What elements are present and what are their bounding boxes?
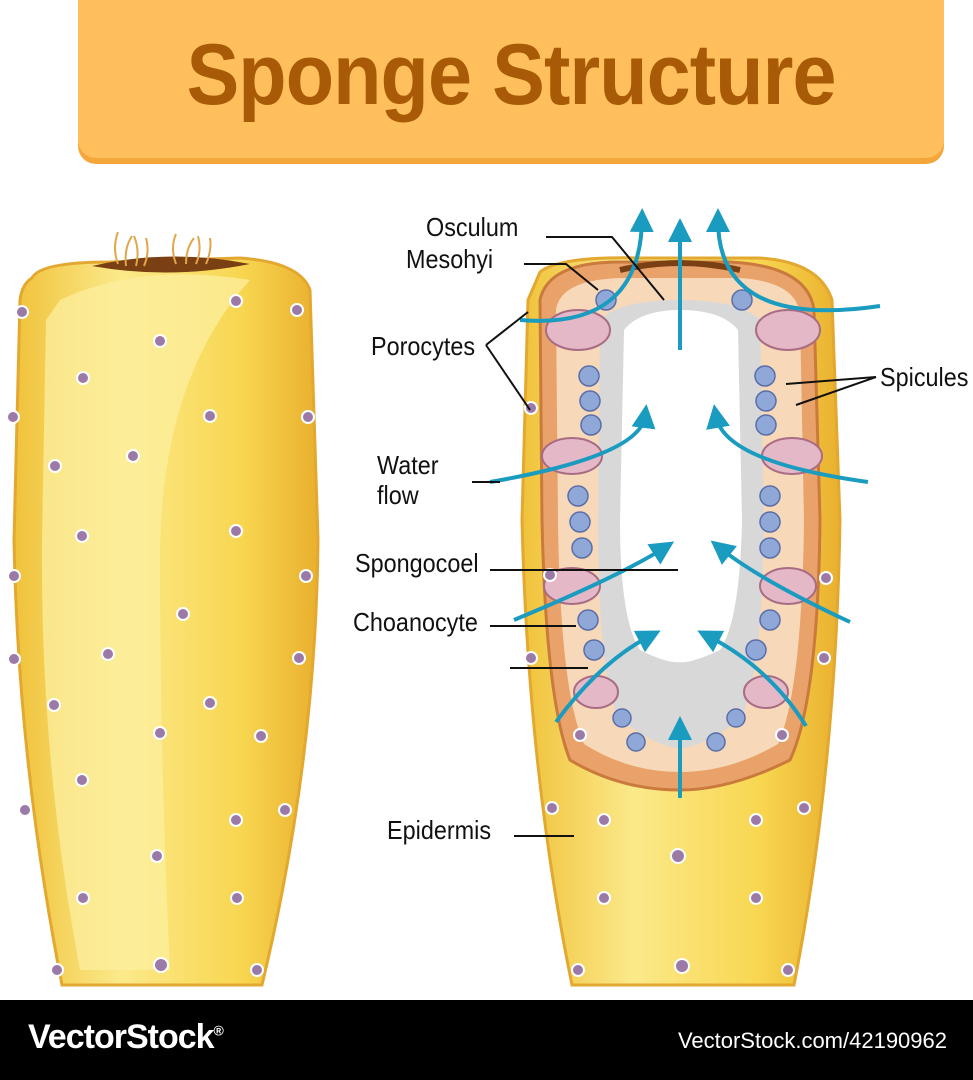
exterior-pores xyxy=(6,294,315,977)
watermark-bar xyxy=(0,1000,973,1080)
label-spicules: Spicules xyxy=(880,362,969,392)
label-water: Water xyxy=(377,450,439,480)
label-mesohyi: Mesohyi xyxy=(406,244,494,274)
spongocoel-center xyxy=(620,310,742,663)
leader-lines xyxy=(472,236,877,837)
watermark-registered-mark: ® xyxy=(213,1022,224,1039)
watermark-brand-text: VectorStock xyxy=(28,1018,215,1056)
label-porocytes: Porocytes xyxy=(371,331,476,361)
title-banner xyxy=(78,0,944,158)
osculum-hairs xyxy=(114,231,212,267)
osculum-rim xyxy=(92,256,250,273)
label-flow: flow xyxy=(377,480,419,510)
label-spongocoel: Spongocoel xyxy=(355,548,479,578)
section-pores xyxy=(524,401,833,977)
exterior-highlight xyxy=(41,274,251,970)
watermark-brand: VectorStock® xyxy=(28,1018,224,1057)
label-epidermis: Epidermis xyxy=(387,815,492,845)
diagram-title: Sponge Structure xyxy=(186,26,836,123)
water-flow-arrows xyxy=(489,208,881,798)
label-osculum: Osculum xyxy=(426,212,519,242)
sponge-cross-section xyxy=(489,208,881,987)
watermark-url: VectorStock.com/42190962 xyxy=(677,1028,947,1053)
sponge-exterior xyxy=(6,231,320,987)
choanocyte-cells xyxy=(567,289,781,752)
label-choanocyte: Choanocyte xyxy=(353,607,478,637)
